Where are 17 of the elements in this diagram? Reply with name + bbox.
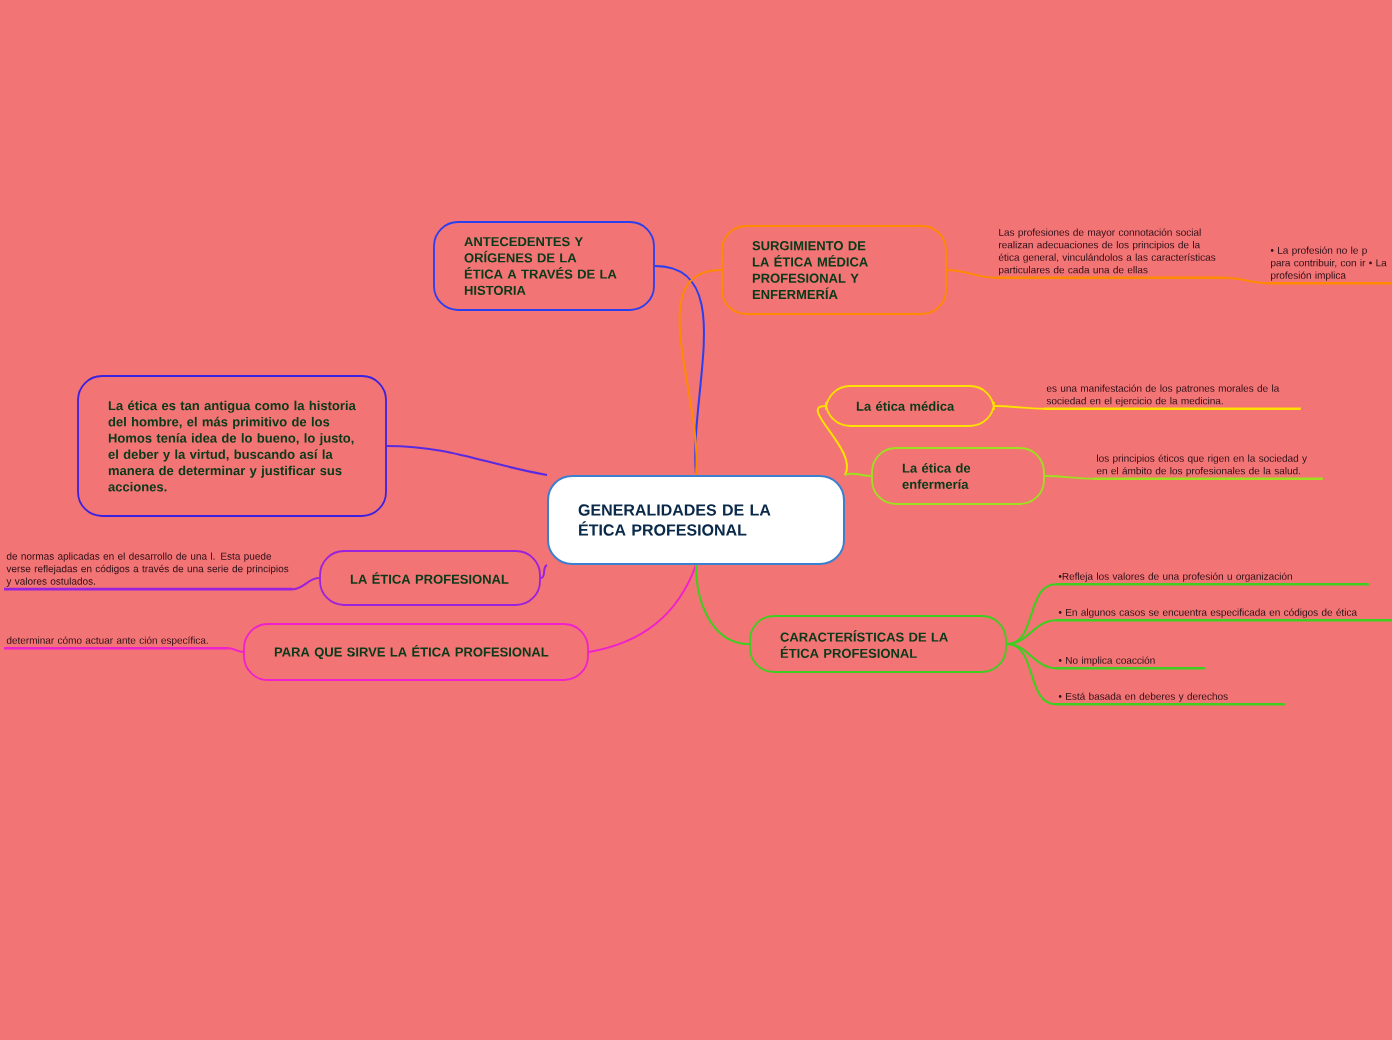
connector-line bbox=[539, 564, 548, 579]
connector-line bbox=[993, 405, 1045, 410]
connector-line bbox=[291, 577, 321, 591]
connector-line bbox=[1005, 619, 1057, 645]
connector-line bbox=[695, 564, 751, 645]
connector-line bbox=[1005, 643, 1057, 670]
connector-line bbox=[227, 647, 245, 653]
connector-line bbox=[1005, 643, 1057, 706]
connector-line bbox=[844, 472, 873, 477]
connector-line bbox=[945, 269, 997, 279]
connector-line bbox=[1223, 276, 1269, 285]
connector-line bbox=[1043, 475, 1095, 480]
connector-line bbox=[816, 405, 849, 476]
central-topic-box: GENERALIDADES DE LA ÉTICA PROFESIONAL bbox=[547, 475, 845, 565]
connector-line bbox=[587, 564, 697, 653]
connector-line bbox=[385, 445, 548, 476]
connector-line bbox=[678, 269, 723, 476]
